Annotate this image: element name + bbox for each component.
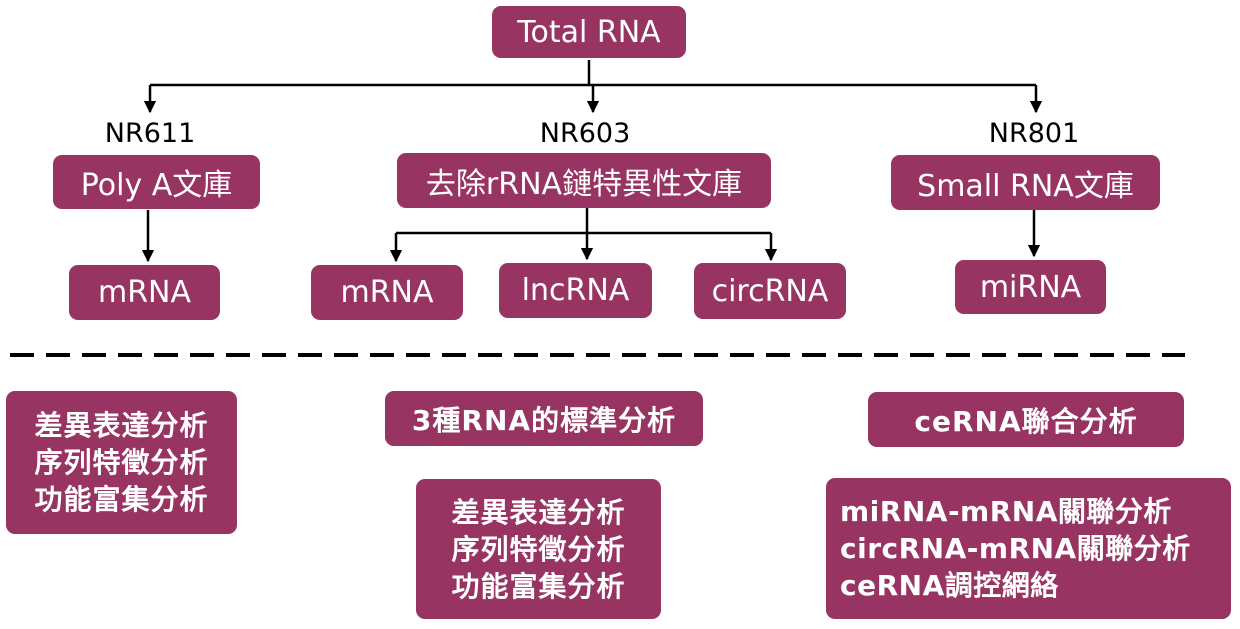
polya-analysis-line-3: 功能富集分析 — [34, 483, 209, 516]
lncrna-label: lncRNA — [521, 273, 630, 308]
cerna-analysis-line-2: circRNA-mRNA關聯分析 — [840, 532, 1191, 565]
polya-mrna-box: mRNA — [69, 265, 220, 320]
total-rna-label: Total RNA — [517, 14, 661, 50]
nr611-code: NR611 — [104, 118, 196, 149]
standard-analysis-line-2: 序列特徵分析 — [451, 532, 626, 566]
standard-analysis-line-3: 功能富集分析 — [451, 569, 626, 603]
rrna-depleted-library-box: 去除rRNA鏈特異性文庫 — [397, 153, 771, 208]
polya-analysis-line-1: 差異表達分析 — [34, 409, 209, 442]
cerna-analysis-box: miRNA-mRNA關聯分析 circRNA-mRNA關聯分析 ceRNA調控網… — [826, 478, 1231, 619]
nr603-code: NR603 — [539, 118, 631, 149]
rrna-mrna-box: mRNA — [311, 265, 463, 320]
cerna-analysis-line-1: miRNA-mRNA關聯分析 — [840, 495, 1172, 528]
rrna-mrna-label: mRNA — [340, 275, 434, 310]
polya-mrna-label: mRNA — [97, 275, 192, 310]
cerna-analysis-line-3: ceRNA調控網絡 — [840, 569, 1059, 602]
polya-analysis-line-2: 序列特徵分析 — [34, 446, 209, 479]
polya-analysis-box: 差異表達分析 序列特徵分析 功能富集分析 — [6, 391, 237, 534]
circrna-label: circRNA — [711, 273, 829, 309]
lncrna-box: lncRNA — [499, 263, 652, 318]
polya-library-box: Poly A文庫 — [53, 155, 260, 209]
small-rna-library-label: Small RNA文庫 — [917, 168, 1134, 204]
standard-analysis-box: 差異表達分析 序列特徵分析 功能富集分析 — [416, 479, 661, 619]
rrna-depleted-library-label: 去除rRNA鏈特異性文庫 — [425, 166, 743, 202]
standard-analysis-title-box: 3種RNA的標準分析 — [385, 391, 703, 446]
total-rna-box: Total RNA — [492, 6, 686, 58]
nr801-code: NR801 — [988, 118, 1080, 149]
polya-library-label: Poly A文庫 — [80, 168, 233, 203]
standard-analysis-line-1: 差異表達分析 — [451, 495, 626, 529]
cerna-analysis-title-box: ceRNA聯合分析 — [868, 392, 1184, 447]
mirna-label: miRNA — [979, 269, 1082, 305]
standard-analysis-title: 3種RNA的標準分析 — [411, 403, 677, 437]
mirna-box: miRNA — [955, 260, 1106, 314]
small-rna-library-box: Small RNA文庫 — [891, 155, 1160, 210]
cerna-analysis-title: ceRNA聯合分析 — [914, 404, 1138, 438]
circrna-box: circRNA — [694, 263, 846, 319]
